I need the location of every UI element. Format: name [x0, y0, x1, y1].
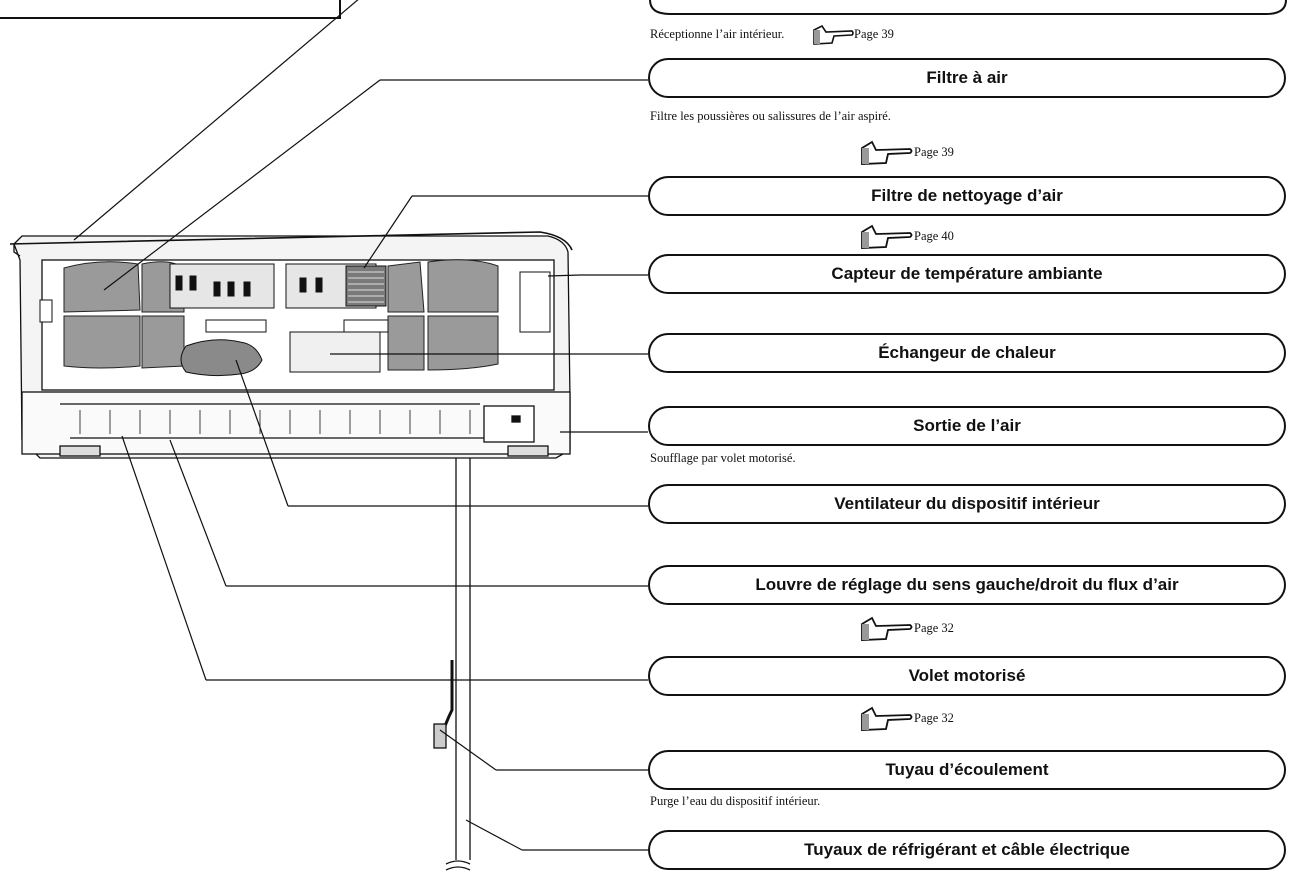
page-ref-air-filter[interactable]: Page 39 — [860, 138, 954, 166]
label-air-filter: Filtre à air — [648, 58, 1286, 98]
desc-drain-hose: Purge l’eau du dispositif intérieur. — [650, 794, 821, 808]
top-left-box — [0, 0, 341, 19]
label-refrigerant-pipes: Tuyaux de réfrigérant et câble électriqu… — [648, 830, 1286, 870]
pointing-hand-icon — [860, 138, 914, 166]
label-air-outlet: Sortie de l’air — [648, 406, 1286, 446]
fan-roll — [180, 339, 263, 377]
label-horizontal-louver: Louvre de réglage du sens gauche/droit d… — [648, 565, 1286, 605]
pointing-hand-icon — [860, 222, 914, 250]
pointing-hand-icon — [860, 614, 914, 642]
pipes — [433, 458, 471, 871]
desc-air-filter: Filtre les poussières ou salissures de l… — [650, 109, 891, 123]
page-ref-label: Page 39 — [914, 144, 954, 159]
label-heat-exchanger: Échangeur de chaleur — [648, 333, 1286, 373]
air-filters — [63, 259, 499, 371]
page-ref-label: Page 32 — [914, 620, 954, 635]
pointing-hand-icon — [812, 22, 854, 46]
page-ref-label: Page 32 — [914, 710, 954, 725]
label-cleaning-filter: Filtre de nettoyage d’air — [648, 176, 1286, 216]
page-ref-flap[interactable]: Page 32 — [860, 704, 954, 732]
label-drain-hose: Tuyau d’écoulement — [648, 750, 1286, 790]
top-label-pill-partial — [649, 0, 1287, 15]
desc-air-outlet: Soufflage par volet motorisé. — [650, 451, 796, 465]
page-ref-label: Page 40 — [914, 228, 954, 243]
page-ref-horizontal-louver[interactable]: Page 32 — [860, 614, 954, 642]
label-indoor-fan: Ventilateur du dispositif intérieur — [648, 484, 1286, 524]
label-flap: Volet motorisé — [648, 656, 1286, 696]
page-ref-cleaning-filter[interactable]: Page 40 — [860, 222, 954, 250]
desc-air-inlet: Réceptionne l’air intérieur. — [650, 27, 785, 41]
leader-lines — [73, 0, 648, 851]
page-ref-label: Page 39 — [854, 26, 894, 41]
pointing-hand-icon — [860, 704, 914, 732]
label-room-temp-sensor: Capteur de température ambiante — [648, 254, 1286, 294]
page-ref-air-inlet[interactable]: Page 39 — [812, 22, 894, 46]
